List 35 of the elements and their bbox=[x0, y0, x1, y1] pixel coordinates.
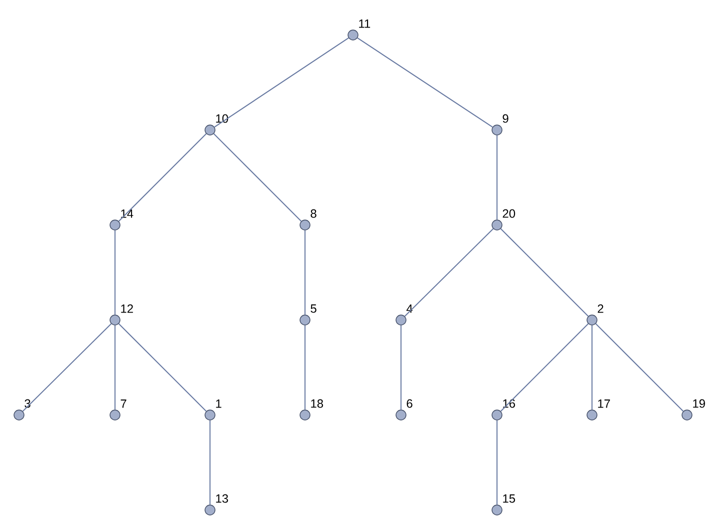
tree-edge bbox=[214, 37, 350, 128]
node-label: 3 bbox=[24, 399, 30, 408]
node-label: 7 bbox=[120, 400, 126, 408]
node-label: 9 bbox=[502, 114, 508, 123]
node-label: 12 bbox=[121, 304, 133, 313]
tree-edge bbox=[213, 133, 302, 222]
node-label: 19 bbox=[693, 399, 705, 408]
node-label: 13 bbox=[216, 494, 228, 503]
tree-edge bbox=[496, 134, 498, 220]
node-label: 17 bbox=[598, 400, 610, 408]
tree-edge bbox=[114, 230, 116, 316]
tree-edge bbox=[114, 324, 116, 410]
tree-edge bbox=[304, 324, 306, 410]
node-label: 5 bbox=[310, 304, 316, 313]
node-label: 1 bbox=[216, 400, 222, 408]
tree-edge bbox=[118, 133, 207, 222]
node-label: 10 bbox=[216, 114, 228, 123]
tree-edge bbox=[595, 323, 684, 412]
tree-edge bbox=[118, 323, 207, 412]
node-label: 15 bbox=[503, 494, 516, 503]
node-label: 8 bbox=[310, 209, 316, 218]
tree-edge bbox=[22, 323, 112, 412]
tree-edge bbox=[496, 420, 498, 506]
tree-edge bbox=[356, 37, 494, 128]
node-label: 18 bbox=[311, 399, 324, 408]
tree-edge bbox=[404, 228, 494, 317]
tree-edge bbox=[304, 230, 306, 316]
node-label: 4 bbox=[406, 304, 413, 313]
tree-edge bbox=[500, 323, 589, 412]
node-label: 11 bbox=[359, 20, 370, 28]
node-label: 6 bbox=[406, 399, 412, 408]
node-label: 20 bbox=[502, 209, 516, 218]
node-label: 2 bbox=[598, 304, 604, 313]
tree-edge bbox=[400, 324, 402, 410]
tree-edge bbox=[500, 228, 589, 317]
